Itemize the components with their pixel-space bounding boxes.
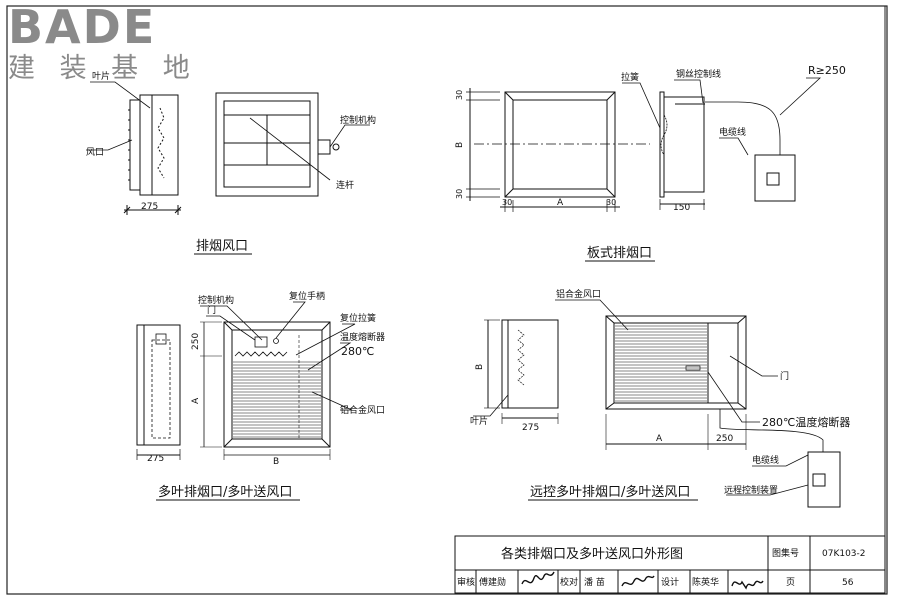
fig3-top-dim: 250 — [191, 333, 201, 350]
fig2-right-dim: 30 — [606, 198, 616, 207]
atlas-number: 07K103-2 — [822, 549, 866, 559]
fig4-door-label: 门 — [780, 370, 789, 382]
fig3-depth-dim: 275 — [147, 454, 164, 464]
fig3-reset-handle-label: 复位手柄 — [289, 290, 325, 302]
fig2-bottom-dim: 30 — [455, 189, 464, 199]
fig1-rod-label: 连杆 — [336, 179, 354, 191]
fig3-front-view — [223, 321, 331, 448]
fig3-louver-slats — [233, 361, 321, 438]
watermark-brand: BADE — [8, 0, 157, 54]
fig4-grille-label: 铝合金风口 — [556, 288, 601, 300]
fig3-side-view — [136, 324, 181, 460]
fig2-side-view — [659, 91, 796, 210]
atlas-number-label: 图集号 — [772, 547, 799, 559]
fig4-side-view — [473, 319, 559, 424]
watermark-subtitle: 建 装 基 地 — [8, 53, 198, 84]
fig1-blade-label: 叶片 — [92, 70, 110, 82]
fig3-dimensions — [200, 321, 331, 460]
designer-name: 陈英华 — [692, 576, 719, 588]
fig4-fuse-label: 280℃温度熔断器 — [762, 415, 850, 429]
fig1-depth-dim: 275 — [141, 202, 158, 212]
sheet-border — [6, 5, 888, 595]
fig4-depth-dim: 275 — [522, 423, 539, 433]
fig4-blade-label: 叶片 — [470, 415, 488, 427]
page-label: 页 — [786, 577, 795, 588]
fig4-width-dim: A — [656, 434, 663, 444]
checker-name: 潘 苗 — [584, 576, 605, 588]
fig1-front-view — [215, 92, 370, 197]
fig2-title: 板式排烟口 — [587, 246, 652, 261]
fig2-depth-dim: 150 — [673, 203, 690, 213]
fig3-door-label: 门 — [207, 304, 216, 316]
fig4-front-view — [605, 315, 841, 508]
fig3-title: 多叶排烟口/多叶送风口 — [158, 484, 292, 500]
fig4-height-dim: B — [475, 364, 485, 370]
fig3-reset-spring-label: 复位拉簧 — [340, 312, 376, 324]
fig2-cable-label: 电缆线 — [719, 126, 746, 138]
fig4-title: 远控多叶排烟口/多叶送风口 — [530, 484, 690, 500]
design-label: 设计 — [661, 576, 679, 588]
fig3-leaders — [200, 301, 356, 411]
title-block — [454, 535, 886, 594]
fig3-fuse-label: 温度熔断器 — [340, 331, 385, 343]
fig4-remote-label: 远程控制装置 — [724, 484, 778, 496]
fig2-height-dim: B — [455, 142, 465, 148]
fig2-spring-label: 拉簧 — [621, 71, 639, 83]
fig4-cable-label: 电缆线 — [752, 454, 779, 466]
review-label: 审核 — [457, 576, 475, 588]
fig1-vent-label: 风口 — [86, 147, 104, 158]
fig1-title: 排烟风口 — [196, 239, 248, 254]
fig3-control-label: 控制机构 — [198, 294, 234, 306]
fig2-left-dim: 30 — [502, 198, 512, 207]
fig3-temp-label: 280℃ — [341, 345, 374, 358]
fig4-leaders — [555, 299, 809, 496]
page-number: 56 — [842, 578, 854, 588]
brand-watermark: BADE 建 装 基 地 — [8, 2, 198, 84]
fig1-leaders — [86, 81, 151, 151]
signature-marks — [521, 571, 764, 590]
fig1-control-label: 控制机构 — [340, 114, 376, 126]
fig4-side-dim: 250 — [716, 434, 733, 444]
fig2-leaders — [622, 77, 822, 156]
reviewer-name: 傅建勋 — [479, 576, 506, 588]
fig2-wire-label: 钢丝控制线 — [676, 68, 721, 80]
fig2-radius-label: R≥250 — [808, 64, 846, 77]
fig4-louver-slats — [615, 325, 707, 402]
fig2-front-view — [466, 88, 650, 212]
fig3-height-dim: A — [191, 397, 201, 404]
fig2-top-dim: 30 — [455, 90, 464, 100]
fig3-grille-label: 铝合金风口 — [340, 404, 385, 416]
fig3-width-dim: B — [273, 457, 279, 467]
fig2-width-dim: A — [557, 198, 564, 208]
check-label: 校对 — [560, 576, 578, 588]
fig1-side-view — [123, 94, 182, 215]
drawing-title: 各类排烟口及多叶送风口外形图 — [501, 546, 683, 562]
